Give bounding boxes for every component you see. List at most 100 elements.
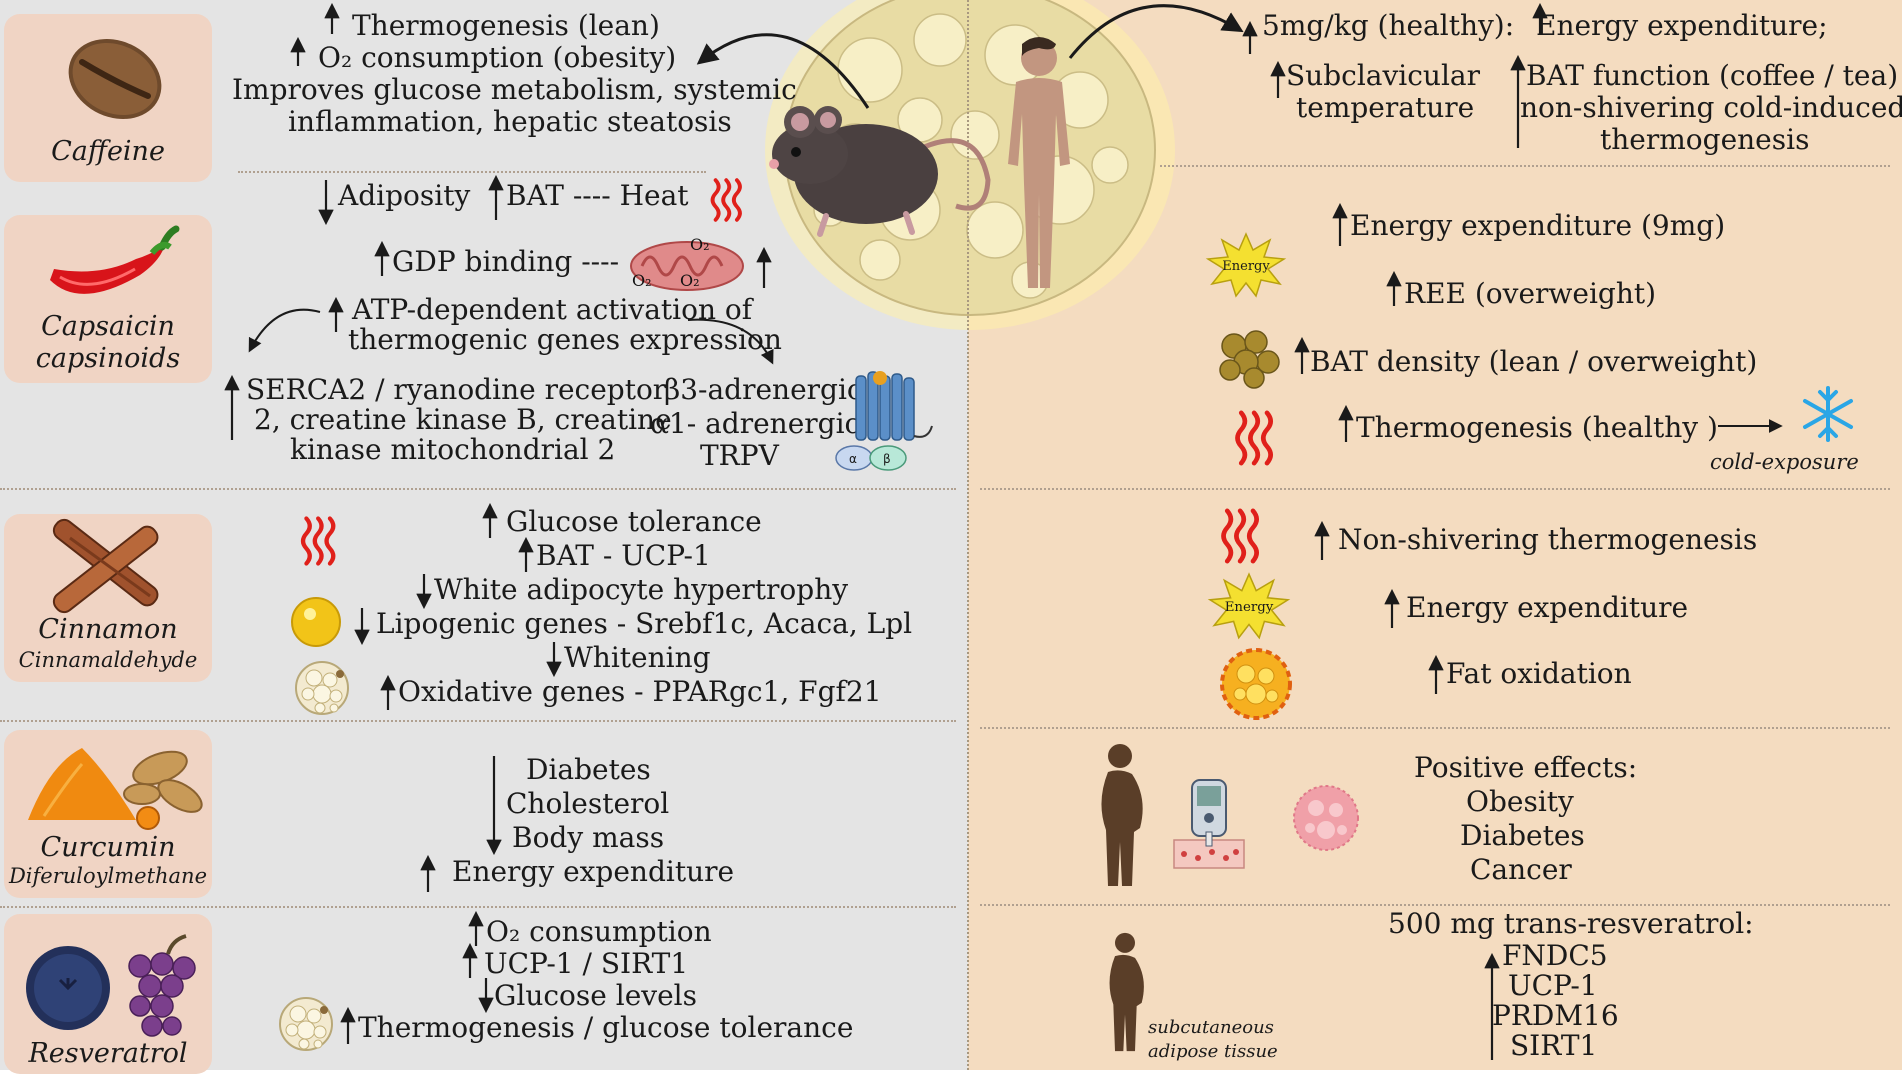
coffee-bean-icon: [68, 39, 162, 119]
resveratrol-fndc5: FNDC5: [1502, 939, 1608, 972]
section-divider: [0, 488, 956, 490]
curcumin-name: Curcumin: [40, 832, 176, 863]
obese-silhouette-icon: [1101, 744, 1143, 886]
resveratrol-glucose-levels: Glucose levels: [494, 979, 697, 1012]
capsaicin-kinase-mito: kinase mitochondrial 2: [290, 433, 616, 466]
caffeine-non-shivering: non-shivering cold-induced: [1520, 91, 1902, 124]
caffeine-bat-function: BAT function (coffee / tea): [1526, 59, 1899, 92]
cold-exposure-label: cold-exposure: [1710, 450, 1859, 474]
cinnamon-name: Cinnamon: [38, 614, 178, 645]
capsaicin-bat-density: BAT density (lean / overweight): [1310, 345, 1758, 378]
cinnamon-card: Cinnamon Cinnamaldehyde: [4, 514, 212, 682]
capsaicin-adiposity: Adiposity: [338, 179, 471, 212]
caffeine-thermogenesis: thermogenesis: [1600, 123, 1810, 156]
resveratrol-card: Resveratrol: [4, 914, 212, 1074]
cinnamon-fat-oxidation: Fat oxidation: [1446, 657, 1632, 690]
capsaicin-bat-heat: BAT ---- Heat: [506, 179, 689, 212]
heat-wave-icon: [300, 516, 336, 566]
caffeine-card: Caffeine: [4, 14, 212, 182]
mito-o2-label: O₂: [680, 271, 700, 290]
capsaicin-serca2: SERCA2 / ryanodine receptor: [246, 373, 667, 406]
section-divider: [980, 904, 1890, 906]
receptor-beta-label: β: [883, 452, 891, 466]
section-divider: [980, 727, 1890, 729]
curcumin-positive-effects: Positive effects:: [1414, 751, 1638, 784]
cinnamaldehyde-name: Cinnamaldehyde: [18, 648, 198, 672]
section-divider: [0, 720, 956, 722]
curcumin-body-mass: Body mass: [512, 821, 665, 854]
cinnamon-bat-ucp1: BAT - UCP-1: [536, 539, 711, 572]
capsaicin-gdp-binding: GDP binding ----: [392, 245, 620, 278]
fat-droplet-icon: [291, 597, 341, 647]
obese-silhouette-icon: [1109, 932, 1144, 1052]
capsaicin-card: Capsaicin capsinoids: [4, 215, 212, 383]
adipocyte-icon: [279, 997, 333, 1051]
resveratrol-dose: 500 mg trans-resveratrol:: [1388, 907, 1754, 940]
energy-label: Energy: [1225, 600, 1274, 615]
capsaicin-trpv: TRPV: [700, 439, 779, 472]
caffeine-o2-consumption: O₂ consumption (obesity): [318, 41, 677, 74]
diferuloylmethane-name: Diferuloylmethane: [8, 864, 208, 888]
curcumin-diabetes: Diabetes: [526, 753, 651, 786]
curcumin-obesity: Obesity: [1466, 785, 1574, 818]
blueberry-grape-icon: [26, 934, 196, 1037]
curcumin-cholesterol: Cholesterol: [506, 787, 670, 820]
capsaicin-b3-adrenergic: β3-adrenergic: [664, 373, 863, 406]
caffeine-thermogenesis-lean: Thermogenesis (lean): [352, 9, 660, 42]
caffeine-subclavicular: Subclavicular: [1286, 59, 1480, 92]
glucometer-icon: [1173, 779, 1245, 869]
caffeine-energy-expenditure: Energy expenditure;: [1536, 9, 1828, 42]
bat-cluster-icon: [1219, 330, 1280, 389]
heat-wave-icon: [710, 178, 742, 222]
caffeine-temperature: temperature: [1296, 91, 1475, 124]
cinnamon-white-adipocyte: White adipocyte hypertrophy: [434, 573, 849, 606]
energy-burst-icon: Energy: [1207, 572, 1291, 640]
cinnamon-stick-icon: [52, 518, 159, 614]
cinnamon-energy-expenditure: Energy expenditure: [1406, 591, 1689, 624]
section-divider: [238, 171, 706, 173]
resveratrol-o2-consumption: O₂ consumption: [486, 915, 712, 948]
human-icon: [1008, 37, 1070, 288]
resveratrol-ucp1-sirt1: UCP-1 / SIRT1: [484, 947, 689, 980]
section-divider: [1160, 165, 1890, 167]
cancer-cell-icon: [1293, 785, 1359, 851]
capsaicin-energy-expenditure-9mg: Energy expenditure (9mg): [1350, 209, 1726, 242]
resveratrol-thermogenesis: Thermogenesis / glucose tolerance: [358, 1011, 854, 1044]
cinnamon-whitening: Whitening: [564, 641, 711, 674]
resveratrol-prdm16: PRDM16: [1492, 999, 1619, 1032]
section-divider: [980, 488, 1890, 490]
capsaicin-thermogenic-genes: thermogenic genes expression: [348, 323, 782, 356]
mito-o2-label: O₂: [690, 235, 710, 254]
caffeine-inflammation: inflammation, hepatic steatosis: [288, 105, 732, 138]
adipose-tissue-label: adipose tissue: [1148, 1041, 1278, 1062]
snowflake-icon: [1803, 386, 1853, 442]
cinnamon-non-shivering: Non-shivering thermogenesis: [1338, 523, 1758, 556]
capsaicin-atp-activation: ATP-dependent activation of: [352, 293, 753, 326]
heat-wave-icon: [1235, 410, 1273, 466]
heat-wave-icon: [1221, 508, 1259, 564]
mouse-icon: [769, 106, 991, 237]
receptor-alpha-label: α: [849, 452, 857, 466]
fat-oxidation-icon: [1220, 648, 1292, 720]
cinnamon-glucose-tolerance: Glucose tolerance: [506, 505, 762, 538]
capsinoids-name: capsinoids: [35, 343, 181, 374]
energy-burst-icon: Energy: [1205, 232, 1287, 298]
capsaicin-thermogenesis-healthy: Thermogenesis (healthy ): [1356, 411, 1718, 444]
subcutaneous-label: subcutaneous: [1148, 1017, 1274, 1038]
curcumin-cancer: Cancer: [1470, 853, 1572, 886]
capsaicin-ree-overweight: REE (overweight): [1404, 277, 1657, 310]
cinnamon-oxidative-genes: Oxidative genes - PPARgc1, Fgf21: [398, 675, 882, 708]
curcumin-card: Curcumin Diferuloylmethane: [4, 730, 212, 898]
mitochondrion-icon: O₂ O₂ O₂: [630, 235, 744, 291]
caffeine-name: Caffeine: [51, 136, 165, 167]
adipocyte-icon: [295, 661, 349, 715]
caffeine-dose-healthy: 5mg/kg (healthy):: [1262, 9, 1515, 42]
cinnamon-lipogenic-genes: Lipogenic genes - Srebf1c, Acaca, Lpl: [376, 607, 913, 640]
section-divider: [0, 906, 956, 908]
panel-divider: [967, 0, 969, 1070]
curcumin-diabetes-effect: Diabetes: [1460, 819, 1585, 852]
turmeric-icon: [28, 748, 203, 830]
curcumin-energy-expenditure: Energy expenditure: [452, 855, 735, 888]
capsaicin-creatine-kinase: 2, creatine kinase B, creatine: [254, 403, 672, 436]
resveratrol-sirt1: SIRT1: [1510, 1029, 1598, 1062]
